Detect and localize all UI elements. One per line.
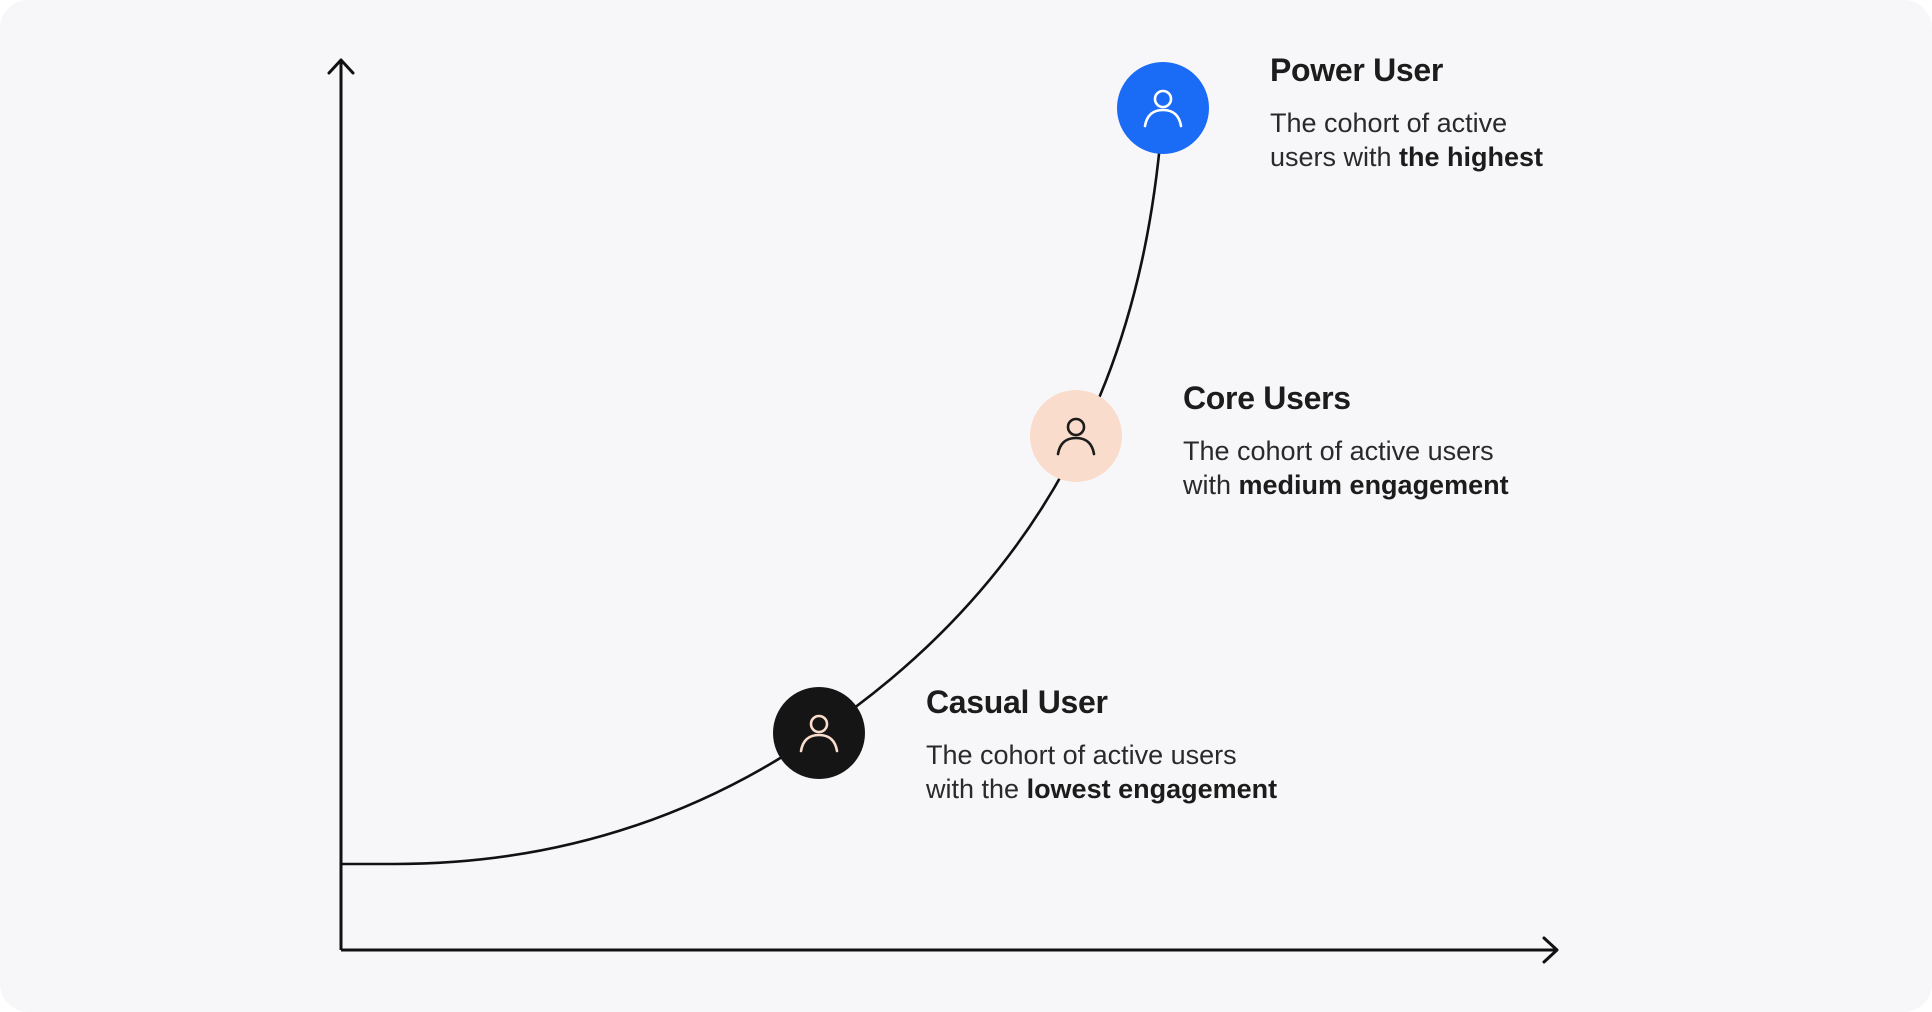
core-users-title: Core Users [1183, 380, 1351, 416]
core-users-desc-emphasis: medium engagement [1238, 470, 1509, 500]
core-users-node [1030, 390, 1122, 482]
casual-user-description: The cohort of active users with the lowe… [926, 738, 1277, 806]
user-icon [1056, 417, 1096, 456]
power-user-desc-line1: The cohort of active [1270, 108, 1508, 138]
casual-user-desc-line1: The cohort of active users [926, 740, 1237, 770]
core-users-desc-line1: The cohort of active users [1183, 436, 1494, 466]
casual-user-title: Casual User [926, 684, 1108, 720]
x-axis-arrow [1542, 936, 1559, 964]
core-users-desc-line2: with [1183, 470, 1239, 500]
power-user-description: The cohort of active users with the high… [1270, 106, 1543, 174]
engagement-curve [341, 107, 1165, 866]
power-user-desc-emphasis: the highest [1399, 142, 1544, 172]
casual-user-desc-line2: with the [926, 774, 1027, 804]
y-axis-arrow [327, 58, 355, 75]
power-user-node [1117, 62, 1209, 154]
power-user-title: Power User [1270, 52, 1444, 88]
user-icon [799, 714, 839, 753]
core-users-description: The cohort of active users with medium e… [1183, 434, 1509, 502]
user-icon [1143, 89, 1183, 128]
casual-user-label: Casual User The cohort of active users w… [926, 684, 1277, 806]
power-user-desc-line2: users with [1270, 142, 1400, 172]
power-user-label: Power User The cohort of active users wi… [1270, 52, 1543, 174]
casual-user-desc-emphasis: lowest engagement [1026, 774, 1278, 804]
casual-user-node [773, 687, 865, 779]
core-users-label: Core Users The cohort of active users wi… [1183, 380, 1509, 502]
